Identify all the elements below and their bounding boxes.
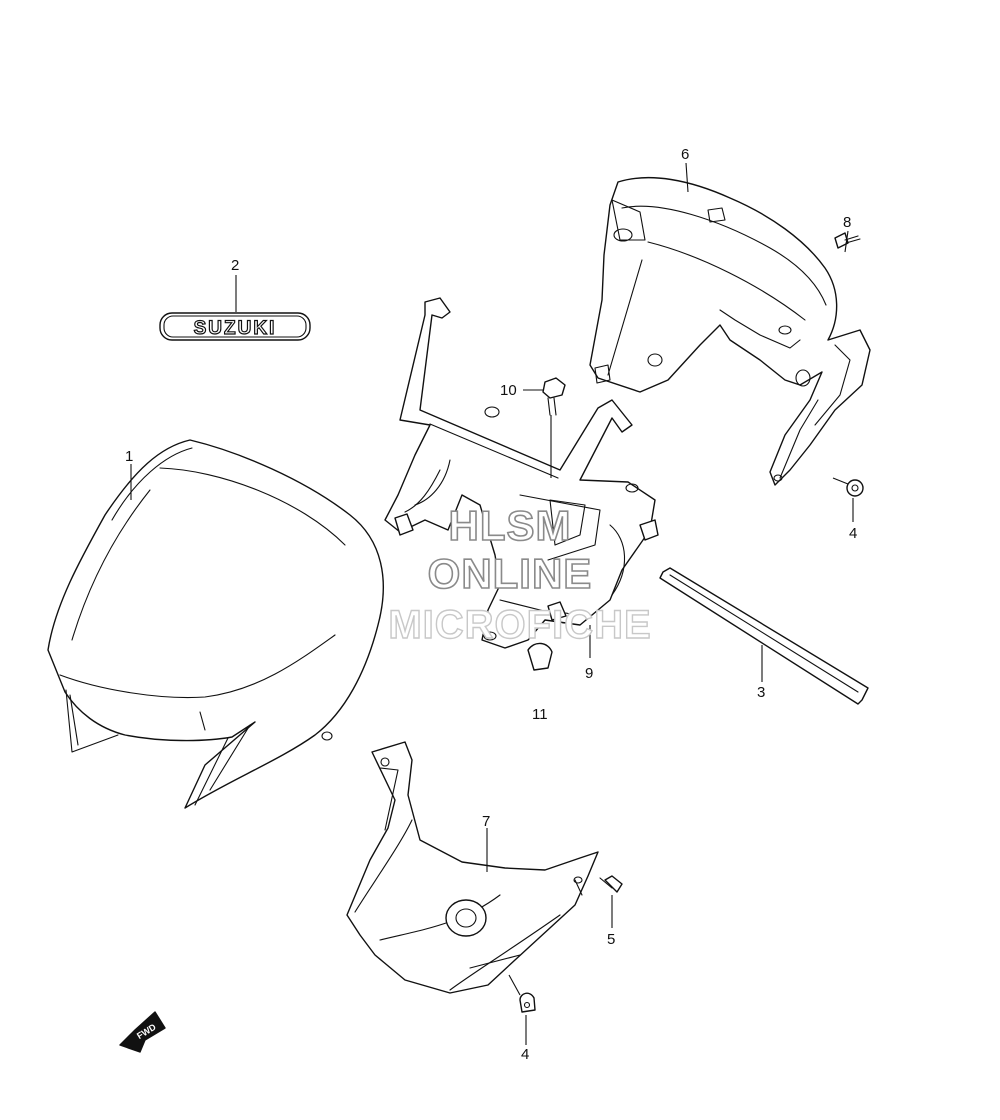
watermark-line-1: HLSM	[448, 502, 572, 549]
callout-10: 10	[500, 382, 517, 399]
part-7-lower-cover	[346, 741, 599, 994]
part-11-bracket	[384, 297, 659, 671]
part-2-emblem: SUZUKI	[159, 312, 311, 341]
callout-9: 9	[585, 665, 593, 682]
fwd-direction-arrow: FWD	[119, 1011, 166, 1053]
part-3-seal-strip	[659, 567, 869, 705]
callout-7: 7	[482, 813, 490, 830]
watermark-line-3: MICROFICHE	[388, 603, 652, 647]
part-1-front-cowl	[47, 439, 384, 809]
emblem-text: SUZUKI	[194, 318, 277, 339]
callout-4-upper: 4	[849, 525, 857, 542]
leader-lines	[130, 162, 854, 1045]
callout-5: 5	[607, 931, 615, 948]
watermark-line-2: ONLINE	[427, 550, 593, 597]
callout-4-lower: 4	[521, 1046, 529, 1063]
part-4-nut-lower	[519, 992, 536, 1013]
callout-6: 6	[681, 146, 689, 163]
part-5-screw	[599, 875, 623, 893]
callout-11: 11	[532, 706, 548, 723]
callout-3: 3	[757, 684, 765, 701]
part-4-nut-upper	[846, 479, 864, 497]
part-10-bolt	[542, 377, 566, 416]
callout-8: 8	[843, 214, 851, 231]
callout-1: 1	[125, 448, 133, 465]
part-6-upper-cover	[589, 176, 871, 486]
callout-labels: 1 2 3 4 4 5 6 7 8 9 10 11	[125, 146, 857, 1063]
callout-2: 2	[231, 257, 239, 274]
